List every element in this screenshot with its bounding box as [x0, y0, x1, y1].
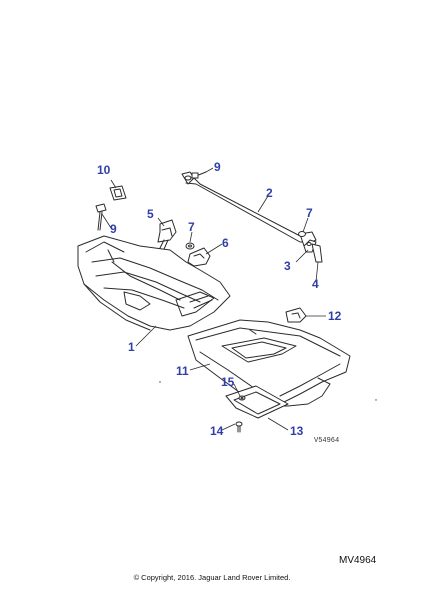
- callout-4: 4: [312, 277, 319, 291]
- screw-part-9: [95, 203, 107, 231]
- callout-7-right: 7: [306, 206, 313, 220]
- callout-7-left: 7: [188, 220, 195, 234]
- cover-plate-part-13: [225, 385, 289, 419]
- bracket-part-3-4: [303, 239, 323, 263]
- washer-part-7-right: [298, 231, 306, 237]
- callout-9: 9: [110, 222, 117, 236]
- tray-panel-part-11: [187, 319, 351, 407]
- callout-10: 10: [97, 163, 111, 177]
- trim-panel-part-1: [77, 235, 231, 331]
- callout-14: 14: [210, 424, 224, 438]
- cross-rod-part-2: [181, 171, 317, 247]
- clamp-part-6: [185, 247, 211, 277]
- callout-5: 5: [147, 207, 154, 221]
- nut-part-7-left: [185, 242, 195, 250]
- copyright-notice: © Copyright, 2016. Jaguar Land Rover Lim…: [133, 573, 291, 582]
- callout-1: 1: [128, 340, 135, 354]
- callout-8: 9: [214, 160, 221, 174]
- illustration-reference: MV4964: [339, 555, 377, 566]
- leader-lines: [101, 167, 326, 431]
- callout-13: 13: [290, 424, 304, 438]
- screw-part-15: [238, 395, 246, 401]
- bolt-part-8: [191, 171, 207, 179]
- callout-6: 6: [222, 236, 229, 250]
- callout-3: 3: [284, 259, 291, 273]
- callout-12: 12: [328, 309, 342, 323]
- callout-11: 11: [176, 364, 189, 378]
- drawing-code: V54964: [314, 437, 340, 445]
- callout-15: 15: [221, 375, 235, 389]
- clip-part-10: [109, 185, 127, 201]
- callout-2: 2: [266, 186, 273, 200]
- clip-part-12: [285, 307, 307, 323]
- screw-part-14: [235, 421, 243, 433]
